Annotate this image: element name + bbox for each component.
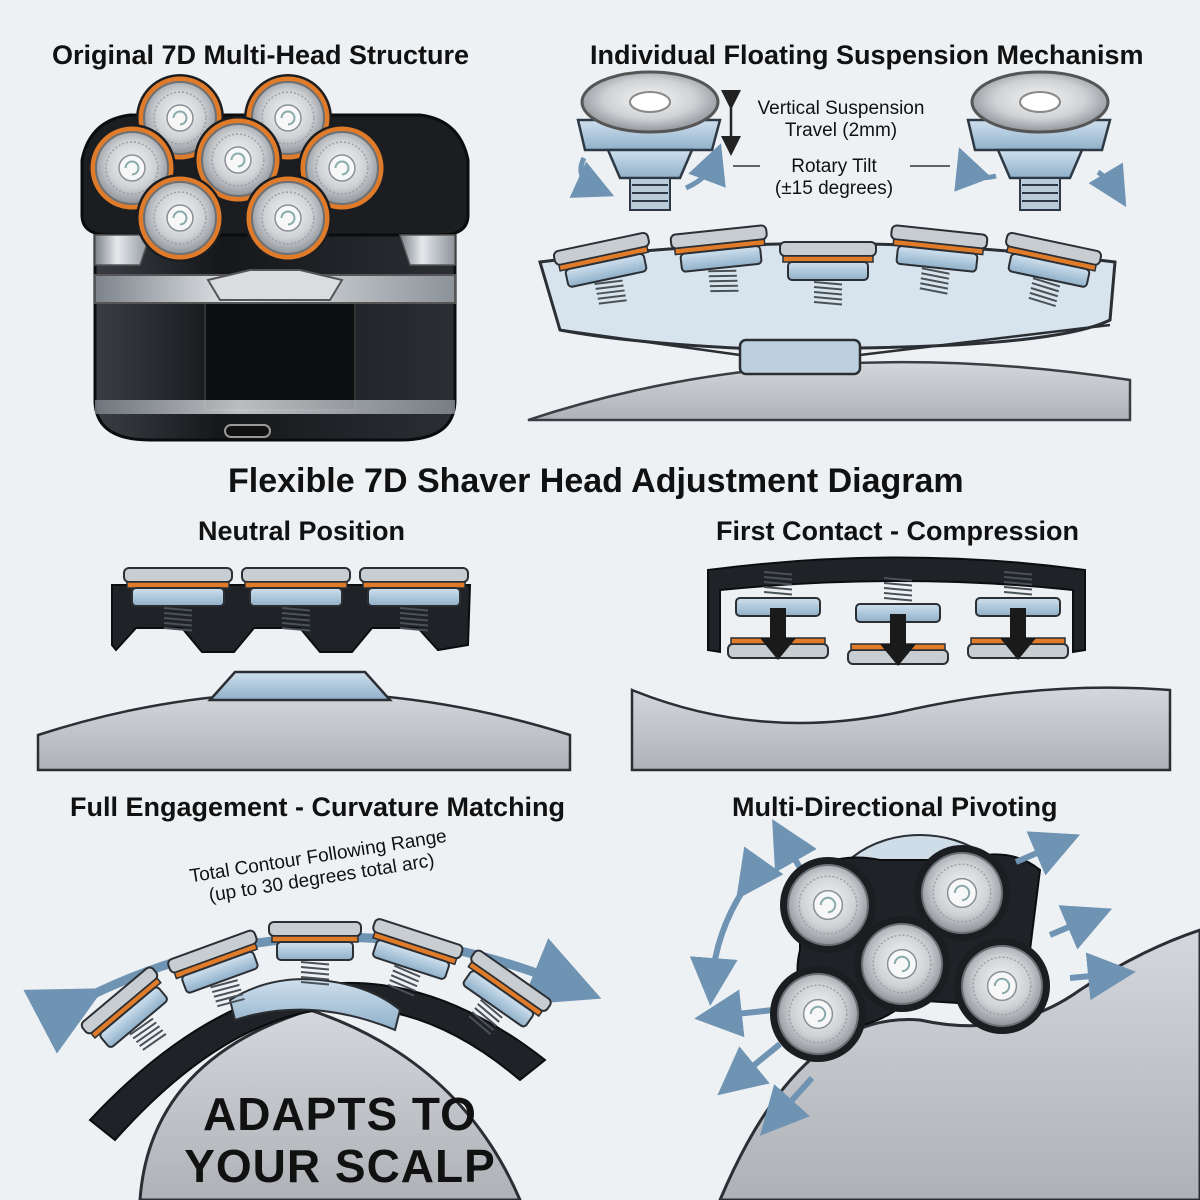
- slogan-line1: ADAPTS TO: [203, 1088, 477, 1140]
- label-vertical-line2: Travel (2mm): [784, 120, 898, 141]
- blade-swirl-icon: [172, 110, 188, 126]
- spring-icon: [300, 961, 330, 986]
- spring-icon: [919, 267, 950, 295]
- shaver-head: [194, 116, 282, 204]
- down-arrow-icon: [880, 614, 916, 666]
- spring-icon: [708, 269, 739, 293]
- side-view-head: [359, 567, 469, 632]
- blade-swirl-icon: [280, 210, 296, 226]
- side-view-head: [123, 567, 233, 632]
- title-neutral-position: Neutral Position: [198, 516, 406, 546]
- shaver-head: [854, 916, 950, 1012]
- slogan-line2: YOUR SCALP: [184, 1140, 496, 1192]
- blade-swirl-icon: [953, 884, 971, 902]
- down-arrow-icon: [1000, 608, 1036, 660]
- side-view-head: [241, 567, 351, 632]
- blade-swirl-icon: [172, 210, 188, 226]
- label-rotary-tilt: Rotary Tilt (±15 degrees): [758, 156, 910, 200]
- spring-icon: [163, 607, 193, 632]
- shaver-head: [770, 966, 866, 1062]
- shaver-body-illustration: [80, 74, 470, 442]
- slogan-adapts-to-scalp: ADAPTS TO YOUR SCALP: [160, 1088, 520, 1192]
- shaver-head: [780, 857, 876, 953]
- title-floating-suspension: Individual Floating Suspension Mechanism: [590, 40, 1144, 70]
- side-view-head: [669, 224, 768, 293]
- shaver-head: [954, 938, 1050, 1034]
- spring-icon: [763, 571, 793, 596]
- title-multi-head-structure: Original 7D Multi-Head Structure: [52, 40, 470, 70]
- shaver-head: [244, 174, 332, 262]
- title-first-contact: First Contact - Compression: [716, 516, 1080, 546]
- side-view-head: [462, 949, 552, 1035]
- spring-icon: [1003, 571, 1033, 596]
- spring-icon: [387, 964, 421, 997]
- blade-swirl-icon: [124, 160, 140, 176]
- spring-icon: [594, 279, 627, 305]
- compression-illustration: [630, 556, 1172, 772]
- side-view-head: [890, 224, 989, 295]
- blade-swirl-icon: [993, 977, 1011, 995]
- suspension-unit-right: [966, 70, 1112, 211]
- side-view-head: [80, 966, 168, 1051]
- blade-swirl-icon: [819, 896, 837, 914]
- title-multi-directional: Multi-Directional Pivoting: [732, 792, 1058, 822]
- spring-icon: [129, 1017, 167, 1051]
- shaver-head: [136, 174, 224, 262]
- blade-swirl-icon: [280, 110, 296, 126]
- spring-icon: [210, 979, 245, 1008]
- blade-swirl-icon: [230, 152, 246, 168]
- label-rotary-line1: Rotary Tilt: [791, 156, 877, 177]
- label-vertical-suspension: Vertical Suspension Travel (2mm): [741, 98, 941, 142]
- spring-icon: [468, 998, 503, 1035]
- main-diagram-title: Flexible 7D Shaver Head Adjustment Diagr…: [228, 462, 964, 500]
- spring-icon: [399, 607, 429, 632]
- side-view-head: [552, 231, 650, 305]
- label-rotary-line2: (±15 degrees): [774, 178, 894, 199]
- neutral-position-illustration: [36, 584, 572, 772]
- side-view-head: [371, 918, 464, 997]
- shaver-head: [914, 845, 1010, 941]
- generated-parts: [80, 224, 1103, 1062]
- suspension-unit-left: [576, 70, 722, 211]
- down-arrow-icon: [760, 608, 796, 660]
- spring-icon: [281, 607, 311, 632]
- blade-swirl-icon: [809, 1005, 827, 1023]
- side-view-head: [268, 921, 362, 986]
- label-vertical-line1: Vertical Suspension: [757, 98, 925, 119]
- side-view-head: [167, 929, 259, 1008]
- spring-icon: [883, 577, 913, 602]
- title-full-engagement: Full Engagement - Curvature Matching: [70, 792, 566, 822]
- side-view-head: [779, 241, 877, 306]
- spring-icon: [813, 281, 843, 306]
- blade-swirl-icon: [334, 160, 350, 176]
- suspension-arrows: [569, 90, 1127, 208]
- side-view-head: [1005, 231, 1103, 308]
- head-cluster: [88, 74, 386, 262]
- spring-icon: [1028, 277, 1061, 308]
- pivot-direction-arrows: [689, 819, 1136, 1136]
- blade-swirl-icon: [893, 955, 911, 973]
